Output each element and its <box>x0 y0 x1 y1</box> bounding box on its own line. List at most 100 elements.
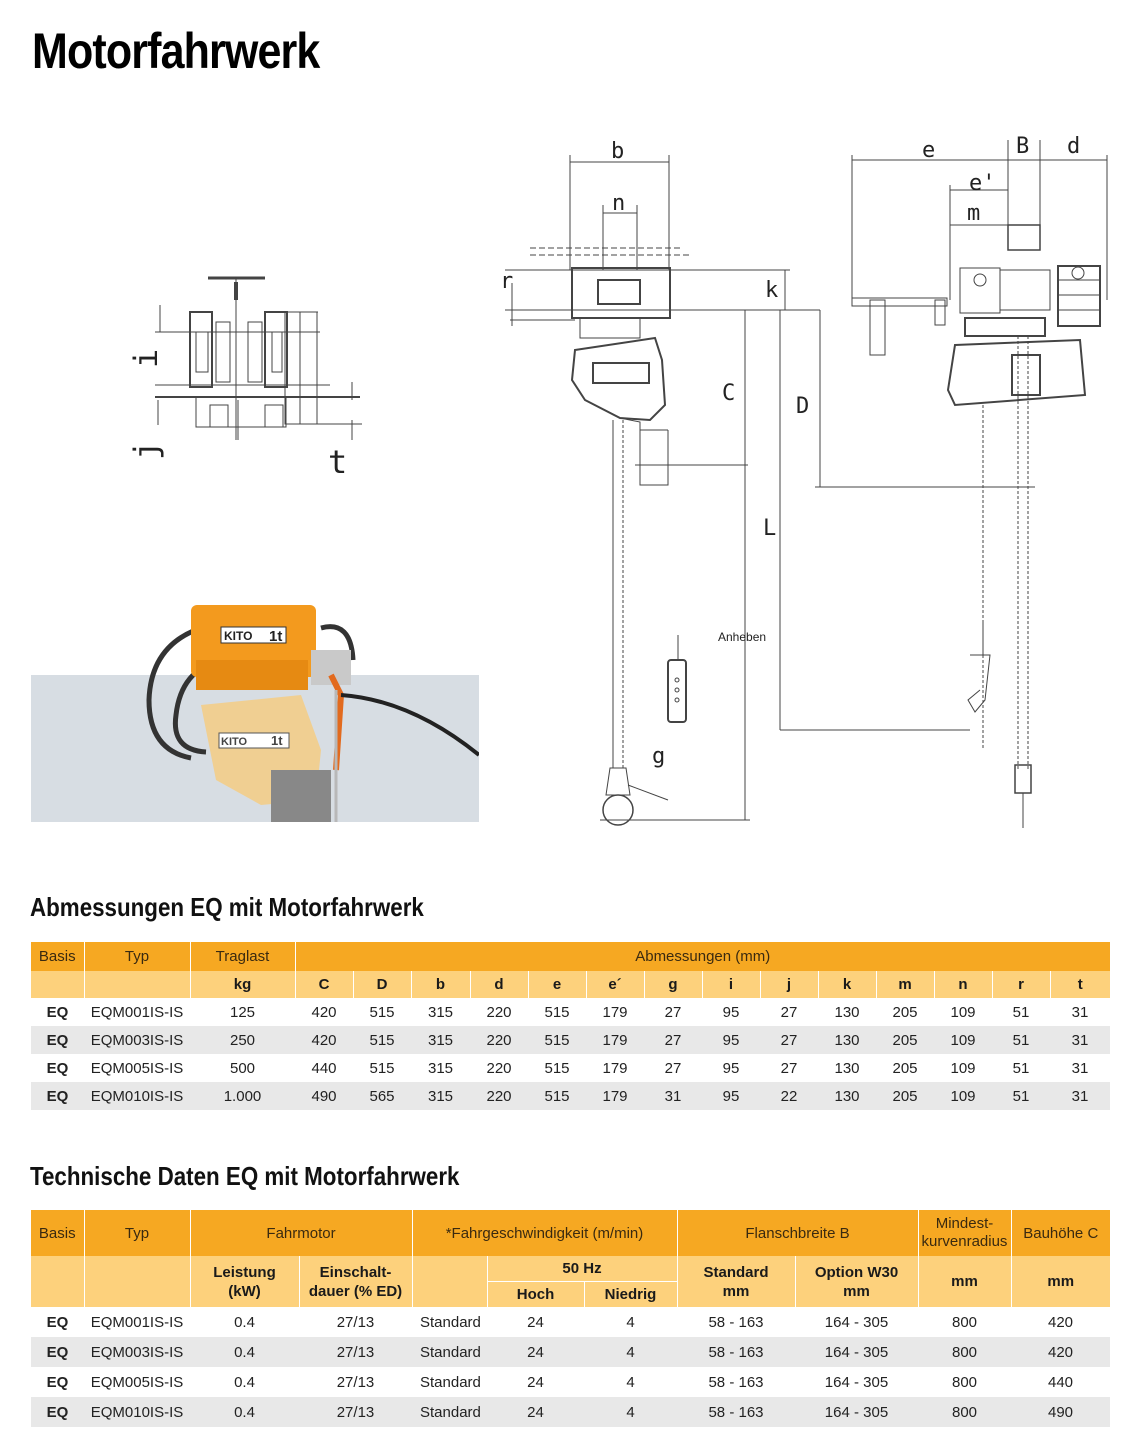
value-cell: 51 <box>992 1082 1050 1110</box>
label-d: d <box>1067 134 1080 159</box>
value-cell: 0.4 <box>234 1313 255 1331</box>
label-b-upper: B <box>1016 134 1029 159</box>
value-cell: 31 <box>644 1082 702 1110</box>
value-cell: 205 <box>892 1003 918 1021</box>
header-basis: Basis <box>31 942 84 971</box>
subheader-cell: e´ <box>585 971 644 998</box>
value-cell: 109 <box>950 1003 976 1021</box>
value-cell: 315 <box>411 1082 470 1110</box>
value-cell: 27 <box>780 1003 798 1021</box>
basis-cell: EQ <box>31 1082 84 1110</box>
value-cell: 27/13 <box>299 1397 412 1427</box>
value-cell: 220 <box>470 1026 528 1054</box>
value-cell: 800 <box>918 1397 1011 1427</box>
value-cell: 4 <box>584 1397 677 1427</box>
header-abmessungen: Abmessungen (mm) <box>294 942 1110 971</box>
value-cell: 205 <box>876 1026 934 1054</box>
typ-cell: EQM005IS-IS <box>90 1059 184 1077</box>
value-cell: 800 <box>951 1313 978 1331</box>
table1-heading: Abmessungen EQ mit Motorfahrwerk <box>30 892 424 922</box>
subheader-cell: kg <box>189 971 295 998</box>
value-cell: 27/13 <box>336 1313 375 1331</box>
subheader-einschalt: Einschalt- dauer (% ED) <box>298 1256 412 1307</box>
value-cell: 95 <box>702 1082 760 1110</box>
subheader-cell: g <box>643 971 702 998</box>
value-cell: 490 <box>295 1082 353 1110</box>
value-cell: 27/13 <box>336 1373 375 1391</box>
subheader-cell: k <box>817 971 876 998</box>
value-cell: 0.4 <box>190 1337 299 1367</box>
value-cell: 515 <box>528 1026 586 1054</box>
value-cell: 51 <box>1012 1003 1030 1021</box>
subheader-cell: e <box>527 971 586 998</box>
typ-cell: EQM005IS-IS <box>90 1373 184 1391</box>
value-cell: 315 <box>427 1003 454 1021</box>
value-cell: 420 <box>295 1026 353 1054</box>
photo-brand-ghost: KITO <box>221 736 248 748</box>
label-g: g <box>652 744 665 769</box>
value-cell: 95 <box>722 1003 740 1021</box>
typ-cell: EQM010IS-IS <box>84 1082 190 1110</box>
page-title: Motorfahrwerk <box>32 23 320 79</box>
subheader-option: Option W30 mm <box>794 1256 918 1307</box>
header-mindest: Mindest- kurvenradius <box>917 1210 1011 1256</box>
value-cell: 27/13 <box>299 1337 412 1367</box>
typ-cell: EQM001IS-IS <box>90 1313 184 1331</box>
value-cell: 565 <box>353 1082 411 1110</box>
value-cell: 109 <box>934 1082 992 1110</box>
value-cell: 31 <box>1071 1059 1089 1077</box>
value-cell: 164 - 305 <box>795 1337 918 1367</box>
value-cell: 58 - 163 <box>708 1373 764 1391</box>
value-cell: 500 <box>229 1059 256 1077</box>
value-cell: 179 <box>602 1059 628 1077</box>
label-d-upper: D <box>796 394 809 419</box>
typ-cell: EQM003IS-IS <box>84 1337 190 1367</box>
subheader-mm: mm <box>917 1256 1011 1307</box>
label-e-prime: e' <box>969 171 996 196</box>
subheader-cell: D <box>352 971 411 998</box>
value-cell: 4 <box>584 1337 677 1367</box>
value-cell: 164 - 305 <box>824 1373 889 1391</box>
value-cell: 24 <box>487 1397 584 1427</box>
subheader-cell: i <box>701 971 760 998</box>
value-cell: 130 <box>818 1082 876 1110</box>
value-cell: 515 <box>544 1059 570 1077</box>
value-cell: 24 <box>527 1313 544 1331</box>
header-bauhoehe: Bauhöhe C <box>1010 1210 1110 1256</box>
basis-cell: EQ <box>46 1059 69 1077</box>
value-cell: Standard <box>412 1337 487 1367</box>
value-cell: 0.4 <box>234 1373 255 1391</box>
value-cell: 315 <box>427 1059 454 1077</box>
label-t: t <box>328 443 347 481</box>
subheader-cell: b <box>410 971 470 998</box>
value-cell: 220 <box>470 1082 528 1110</box>
photo-capacity-ghost: 1t <box>271 733 283 748</box>
value-cell: 4 <box>626 1373 635 1391</box>
value-cell: 31 <box>1050 1082 1110 1110</box>
value-cell: 24 <box>487 1337 584 1367</box>
technical-drawing: b n r k C D L g e e' B d m i j t Anheben <box>127 134 1108 828</box>
basis-cell: EQ <box>31 1026 84 1054</box>
value-cell: 109 <box>934 1026 992 1054</box>
typ-cell: EQM003IS-IS <box>84 1026 190 1054</box>
dimensions-table: Basis Typ Traglast Abmessungen (mm) kg C… <box>31 942 1110 1110</box>
value-cell: 130 <box>834 1003 860 1021</box>
header-traglast: Traglast <box>189 942 295 971</box>
value-cell: 27 <box>780 1059 798 1077</box>
label-e: e <box>922 138 935 163</box>
typ-cell: EQM010IS-IS <box>84 1397 190 1427</box>
value-cell: 179 <box>602 1003 628 1021</box>
label-anheben: Anheben <box>718 630 766 644</box>
value-cell: 24 <box>527 1373 544 1391</box>
value-cell: 440 <box>311 1059 337 1077</box>
subheader-cell: j <box>759 971 818 998</box>
front-view <box>505 155 1035 826</box>
value-cell: 51 <box>1012 1059 1030 1077</box>
value-cell: 800 <box>951 1373 978 1391</box>
value-cell: Standard <box>420 1313 481 1331</box>
label-b: b <box>611 139 624 164</box>
value-cell: 130 <box>834 1059 860 1077</box>
